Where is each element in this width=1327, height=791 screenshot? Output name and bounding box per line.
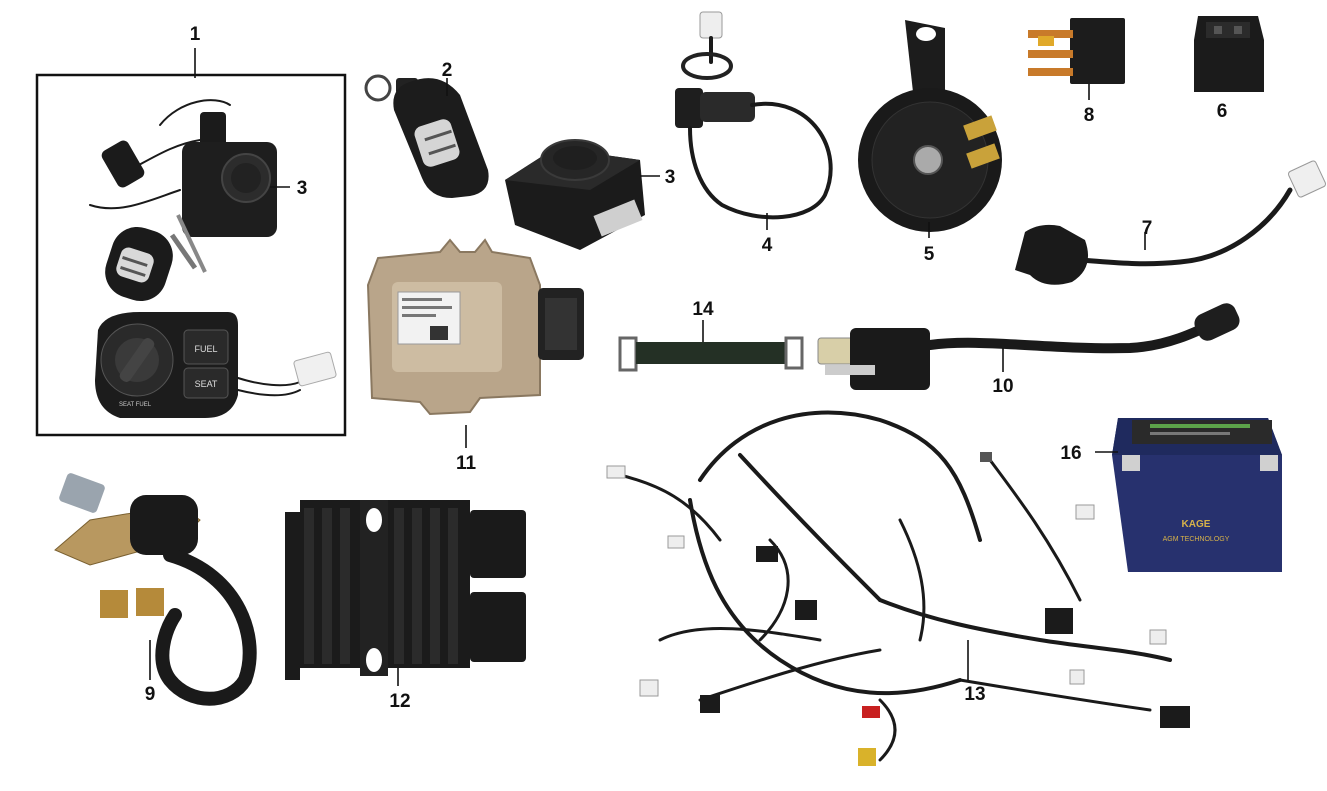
part-number-2: 2 bbox=[442, 60, 453, 81]
part-number-3b: 3 bbox=[665, 167, 676, 188]
seat-fuel-label: SEAT FUEL bbox=[119, 402, 152, 408]
part-number-10: 10 bbox=[992, 376, 1013, 397]
leader-lines bbox=[149, 48, 1146, 686]
battery-strap bbox=[618, 336, 804, 372]
part-number-8: 8 bbox=[1084, 105, 1095, 126]
part-number-9: 9 bbox=[145, 684, 156, 705]
wiring-harness bbox=[606, 410, 1190, 766]
regulator-rectifier bbox=[285, 500, 526, 680]
part-number-6: 6 bbox=[1217, 101, 1228, 122]
horn bbox=[858, 20, 1002, 232]
sensor-with-cable bbox=[675, 11, 833, 220]
tip-over-sensor bbox=[1015, 160, 1327, 285]
seat-button-label: SEAT bbox=[195, 379, 218, 389]
part-number-5: 5 bbox=[924, 244, 935, 265]
part-number-14: 14 bbox=[692, 299, 714, 320]
part-number-1: 1 bbox=[190, 24, 201, 45]
fuel-button-label: FUEL bbox=[194, 344, 217, 354]
kit-ignition-panel: FUEL SEAT SEAT FUEL bbox=[95, 312, 337, 418]
part-number-7: 7 bbox=[1142, 218, 1153, 239]
part-number-13: 13 bbox=[964, 684, 985, 705]
battery-brand: KAGE bbox=[1182, 519, 1211, 530]
starter-relay bbox=[54, 473, 257, 706]
part-number-16: 16 bbox=[1060, 443, 1081, 464]
flasher-relay bbox=[1194, 16, 1264, 92]
relay bbox=[1028, 18, 1125, 84]
battery: KAGE AGM TECHNOLOGY bbox=[1112, 418, 1282, 572]
part-number-3a: 3 bbox=[297, 178, 308, 199]
key-fob-remote bbox=[364, 74, 489, 198]
ignition-coil bbox=[817, 303, 1240, 390]
part-number-11: 11 bbox=[456, 453, 477, 474]
part-number-12: 12 bbox=[389, 691, 410, 712]
part-number-4: 4 bbox=[762, 235, 773, 256]
alarm-siren-box bbox=[505, 139, 645, 250]
ecu-module bbox=[366, 238, 584, 416]
kit-key-fob bbox=[105, 214, 207, 302]
kit-alarm-module bbox=[89, 99, 277, 237]
battery-subtitle: AGM TECHNOLOGY bbox=[1163, 536, 1230, 543]
kit-frame bbox=[35, 73, 347, 437]
